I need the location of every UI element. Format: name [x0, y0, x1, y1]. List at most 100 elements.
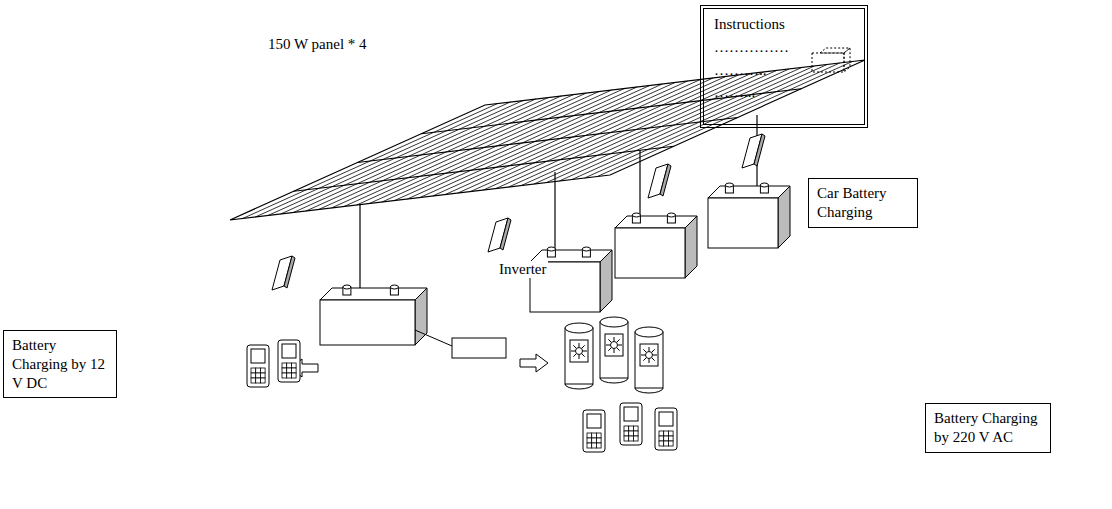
phone-key	[251, 368, 256, 373]
phone-key	[624, 436, 629, 441]
phone-key	[287, 363, 292, 368]
sun-ray	[643, 358, 646, 361]
battery-top	[615, 216, 697, 228]
phone-key	[629, 431, 634, 436]
sun-ray	[618, 345, 622, 346]
sun-ray	[608, 339, 611, 342]
sun-ray	[582, 354, 585, 357]
instructions-board: Instructions……………………..……...	[700, 5, 868, 128]
sun-ray	[652, 349, 655, 352]
phone-key	[287, 368, 292, 373]
cell-line	[331, 93, 586, 208]
phone-key	[256, 378, 261, 383]
phone-key	[633, 436, 638, 441]
battery-terminal	[667, 213, 675, 217]
phone-key	[664, 436, 669, 441]
node-text: ………..	[714, 61, 854, 80]
cell-line	[395, 86, 650, 201]
charge-controller-side	[284, 256, 295, 288]
phone-key	[664, 441, 669, 446]
battery-terminal	[547, 247, 555, 251]
phone-key	[282, 368, 287, 373]
phone-key	[592, 443, 597, 448]
phone-screen	[282, 344, 296, 358]
phone-key	[587, 443, 592, 448]
phone-key	[592, 438, 597, 443]
panel-label: 150 W panel * 4	[266, 36, 369, 53]
lantern-top	[600, 317, 628, 327]
lantern-window	[570, 340, 588, 362]
battery-side	[600, 250, 612, 312]
sun-ray	[643, 349, 646, 352]
battery-front	[708, 198, 778, 248]
sun-ray	[652, 358, 655, 361]
lantern-base	[600, 378, 628, 383]
mobile-phone	[655, 408, 677, 450]
node-title: Instructions	[714, 15, 854, 34]
sun-ray	[573, 354, 576, 357]
phone-key	[668, 431, 673, 436]
text-box: Battery Charging by 220 V AC	[925, 403, 1051, 453]
phones-and-lanterns	[247, 317, 677, 452]
battery-terminal	[632, 213, 640, 217]
phone-key	[596, 438, 601, 443]
solar-lantern	[635, 332, 663, 388]
cell-line	[496, 74, 751, 189]
cell-line	[243, 104, 498, 219]
cell-line	[357, 90, 612, 205]
mobile-phone	[247, 345, 269, 387]
sun-symbol	[576, 348, 583, 355]
battery-terminal	[760, 183, 768, 187]
phone-key	[291, 368, 296, 373]
lantern-top	[565, 323, 593, 333]
cell-line	[293, 98, 548, 213]
cell-line	[433, 81, 688, 196]
mobile-phone	[583, 410, 605, 452]
cell-line	[281, 99, 536, 214]
phone-key	[668, 436, 673, 441]
phone-key	[251, 373, 256, 378]
cell-line	[471, 77, 726, 192]
phone-key	[260, 368, 265, 373]
sun-ray	[653, 355, 657, 356]
cell-line	[585, 63, 840, 178]
phone-key	[596, 443, 601, 448]
phone-key	[633, 426, 638, 431]
charge-controller-side	[660, 164, 671, 196]
inverter-wire	[415, 330, 452, 346]
phone-key	[596, 433, 601, 438]
phone-key	[291, 363, 296, 368]
phone-key	[624, 431, 629, 436]
inverter-label: Inverter	[497, 261, 548, 278]
sun-ray	[617, 339, 620, 342]
phone-key	[629, 436, 634, 441]
panel-outline	[230, 60, 865, 220]
cell-line	[420, 83, 675, 198]
node-title: Battery Charging by 12 V DC	[12, 336, 108, 392]
phone-key	[282, 363, 287, 368]
sun-ray	[614, 337, 615, 341]
charge-controller-side	[754, 134, 765, 166]
phone-key	[287, 373, 292, 378]
sun-ray	[617, 348, 620, 351]
mobile-phone	[620, 403, 642, 445]
battery-front	[615, 228, 685, 278]
phone-key	[633, 431, 638, 436]
phone-key	[260, 373, 265, 378]
sun-ray	[571, 351, 575, 352]
phone-screen	[251, 349, 265, 363]
cell-line	[458, 78, 713, 193]
charge-controller-side	[500, 218, 511, 250]
cell-line	[597, 62, 852, 177]
sun-symbol	[611, 342, 618, 349]
battery-top	[320, 288, 427, 300]
phone-key	[282, 373, 287, 378]
phone-screen	[587, 414, 601, 428]
cell-line	[559, 66, 814, 181]
lantern-base	[635, 388, 663, 393]
sun-ray	[641, 355, 645, 356]
dotted-box-side	[844, 48, 850, 72]
phone-key	[624, 426, 629, 431]
cell-line	[268, 101, 523, 216]
phone-key	[260, 378, 265, 383]
